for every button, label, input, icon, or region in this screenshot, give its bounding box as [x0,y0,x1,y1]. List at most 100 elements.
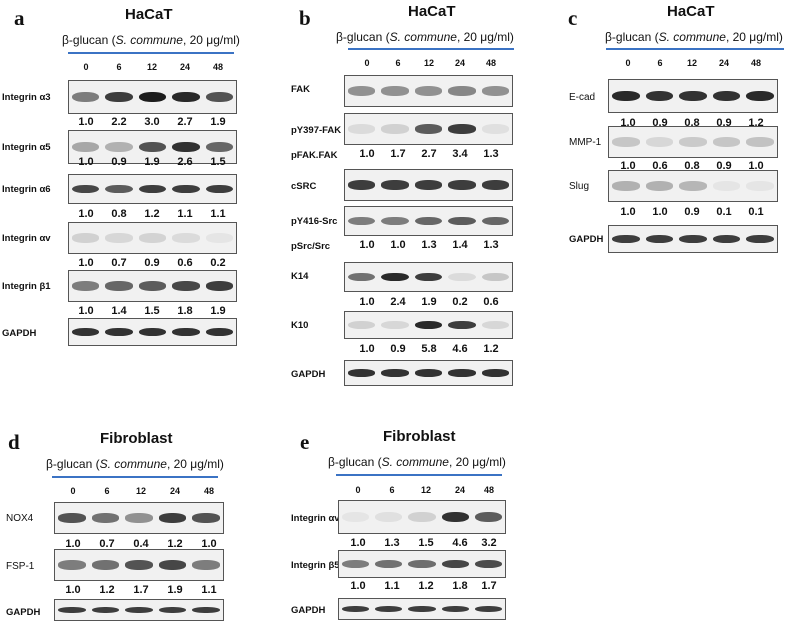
quant-value: 1.7 [481,580,497,592]
quant-value: 1.0 [652,206,668,218]
quant-value: 1.5 [210,156,226,168]
quant-value: 0.1 [748,206,764,218]
timepoint-label: 24 [454,58,465,68]
quant-value: 1.0 [359,239,375,251]
blot-label: FAK [291,84,310,95]
blot-label: NOX4 [6,513,34,524]
blot-band [712,234,741,244]
panel-label: e [300,430,310,454]
blot-band [125,560,153,570]
quant-value: 1.3 [384,537,400,549]
quant-value: 4.6 [452,537,468,549]
blot-band [375,559,403,569]
timepoint-label: 0 [364,58,370,68]
blot-band [481,369,509,377]
blot-label: Integrin β5 [291,560,340,571]
quant-value: 1.0 [201,538,217,550]
quant-ratio-label: pFAK.FAK [291,150,338,161]
blot-band [612,137,640,147]
blot-band [381,216,409,226]
blot-strip [68,130,237,164]
blot-band [158,513,187,523]
blot-band [645,234,674,244]
quant-value: 1.0 [359,296,375,308]
timepoint-label: 48 [483,485,494,495]
blot-band [172,233,200,243]
timepoint-label: 24 [718,58,729,68]
quant-value: 1.2 [99,584,115,596]
blot-strip [608,79,778,113]
timepoint-label: 12 [420,485,431,495]
quant-value: 1.0 [748,160,764,172]
panel-title: HaCaT [408,3,456,20]
blot-band [448,320,476,330]
blot-band [105,91,133,103]
panel-label: a [14,6,25,30]
blot-band [105,281,133,291]
blot-band [381,124,409,134]
quant-value: 1.9 [210,305,226,317]
blot-band [172,327,200,337]
timepoint-label: 6 [389,485,395,495]
quant-value: 1.0 [65,584,81,596]
quant-value: 3.2 [481,537,497,549]
blot-strip [608,225,778,253]
blot-band [645,90,674,102]
timepoint-label: 24 [179,62,190,72]
quant-value: 1.9 [144,156,160,168]
blot-label: FSP-1 [6,561,35,572]
treatment-underline [336,474,502,476]
blot-band [448,86,476,96]
blot-band [381,272,409,282]
quant-value: 2.4 [390,296,406,308]
quant-value: 2.2 [111,116,127,128]
quant-value: 3.0 [144,116,160,128]
blot-band [645,181,674,191]
blot-strip [608,126,778,158]
blot-band [414,272,443,282]
quant-value: 1.0 [359,148,375,160]
quant-value: 2.7 [421,148,437,160]
treatment-label: β-glucan (S. commune, 20 μg/ml) [46,457,224,471]
quant-value: 1.0 [65,538,81,550]
blot-band [375,511,403,523]
blot-strip [344,262,513,292]
panel-title: Fibroblast [100,430,173,447]
quant-value: 1.7 [390,148,406,160]
quant-value: 0.9 [684,206,700,218]
quant-value: 1.9 [421,296,437,308]
blot-band [746,90,774,102]
blot-band [679,137,707,147]
blot-band [205,91,233,103]
blot-band [414,320,443,330]
blot-band [746,181,774,191]
quant-value: 1.0 [359,343,375,355]
blot-band [72,91,100,103]
quant-value: 2.7 [177,116,193,128]
blot-band [158,606,187,614]
quant-value: 1.0 [78,116,94,128]
treatment-label: β-glucan (S. commune, 20 μg/ml) [328,455,506,469]
blot-band [205,233,233,243]
quant-value: 0.2 [210,257,226,269]
blot-band [138,184,167,194]
blot-strip [54,502,224,534]
timepoint-label: 0 [70,486,76,496]
quant-value: 1.5 [418,537,434,549]
blot-label: GAPDH [291,369,326,380]
timepoint-label: 12 [135,486,146,496]
quant-value: 1.0 [350,537,366,549]
blot-band [172,141,200,153]
quant-value: 0.9 [390,343,406,355]
blot-strip [338,550,506,578]
treatment-underline [68,52,234,54]
panel-title: HaCaT [125,6,173,23]
blot-strip [68,80,237,114]
quant-value: 1.1 [201,584,217,596]
blot-band [172,184,200,194]
quant-value: 0.1 [716,206,732,218]
blot-band [381,369,409,377]
blot-band [481,320,509,330]
blot-band [448,369,476,377]
blot-band [58,560,86,570]
